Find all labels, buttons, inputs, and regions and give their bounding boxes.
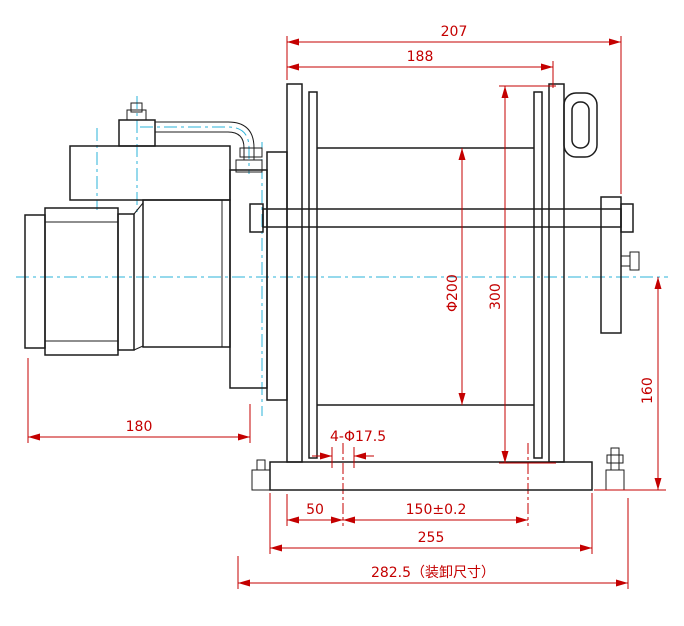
taper-lines: [133, 202, 144, 351]
dim-label-188: 188: [407, 49, 434, 65]
dimensions: 207 188 Φ200 300 160 180 4-Φ17.5 50 150±…: [27, 24, 666, 589]
motor-body: [142, 199, 231, 348]
top-fitting-stud: [130, 102, 143, 113]
pipe-outer: [155, 121, 255, 160]
dim-label-150: 150±0.2: [406, 502, 467, 518]
dim-label-holes: 4-Φ17.5: [330, 429, 386, 445]
foot-clamp-right: [605, 469, 625, 491]
base-plate: [269, 461, 593, 491]
dim-label-180: 180: [126, 419, 153, 435]
dim-label-50: 50: [306, 502, 324, 518]
motor-cylinder: [44, 207, 119, 356]
pipe-union-nut: [239, 147, 263, 158]
gearbox-flange: [266, 151, 288, 401]
dim-label-207: 207: [441, 24, 468, 40]
top-fitting-nut: [126, 109, 147, 121]
lifting-lug-outer: [563, 92, 598, 158]
ext-lines-top: [286, 36, 622, 194]
valve-block: [69, 145, 231, 201]
foot-clamp-right-bolt: [610, 447, 620, 471]
tie-rod-nut-right: [620, 203, 634, 233]
dim-label-160: 160: [640, 377, 656, 404]
foot-clamp-left: [251, 469, 271, 491]
motor-assembly: [24, 102, 288, 401]
dim-label-phi200: Φ200: [445, 274, 461, 312]
right-mount-plate: [600, 196, 622, 334]
motor-end-cap: [24, 214, 46, 349]
foot-clamp-left-bolt: [256, 459, 266, 471]
drum-flange-left: [308, 91, 318, 459]
foot-clamp-right-nut: [606, 454, 624, 464]
left-side-plate: [286, 83, 303, 463]
cylinder-steps: [45, 221, 118, 342]
dim-label-282: 282.5（装卸尺寸）: [371, 565, 495, 581]
right-side-plate: [548, 83, 565, 463]
dim-label-300: 300: [488, 283, 504, 310]
mount-bolt-shaft: [620, 255, 631, 267]
ext-lines-300: [499, 85, 556, 464]
tie-rod-nut-left: [249, 203, 264, 233]
ext-lines-282: [237, 498, 629, 589]
ext-lines-255: [269, 493, 593, 554]
drum-flange-right: [533, 91, 543, 459]
ext-lines-180: [27, 358, 251, 443]
lifting-lug-slot: [571, 101, 590, 149]
adapter-flange: [229, 169, 268, 389]
motor-ring: [117, 213, 135, 351]
pipe-centerline: [140, 126, 250, 174]
dim-label-255: 255: [418, 530, 445, 546]
pipe-end-fitting: [235, 159, 263, 173]
mount-bolt-nut: [629, 251, 640, 271]
